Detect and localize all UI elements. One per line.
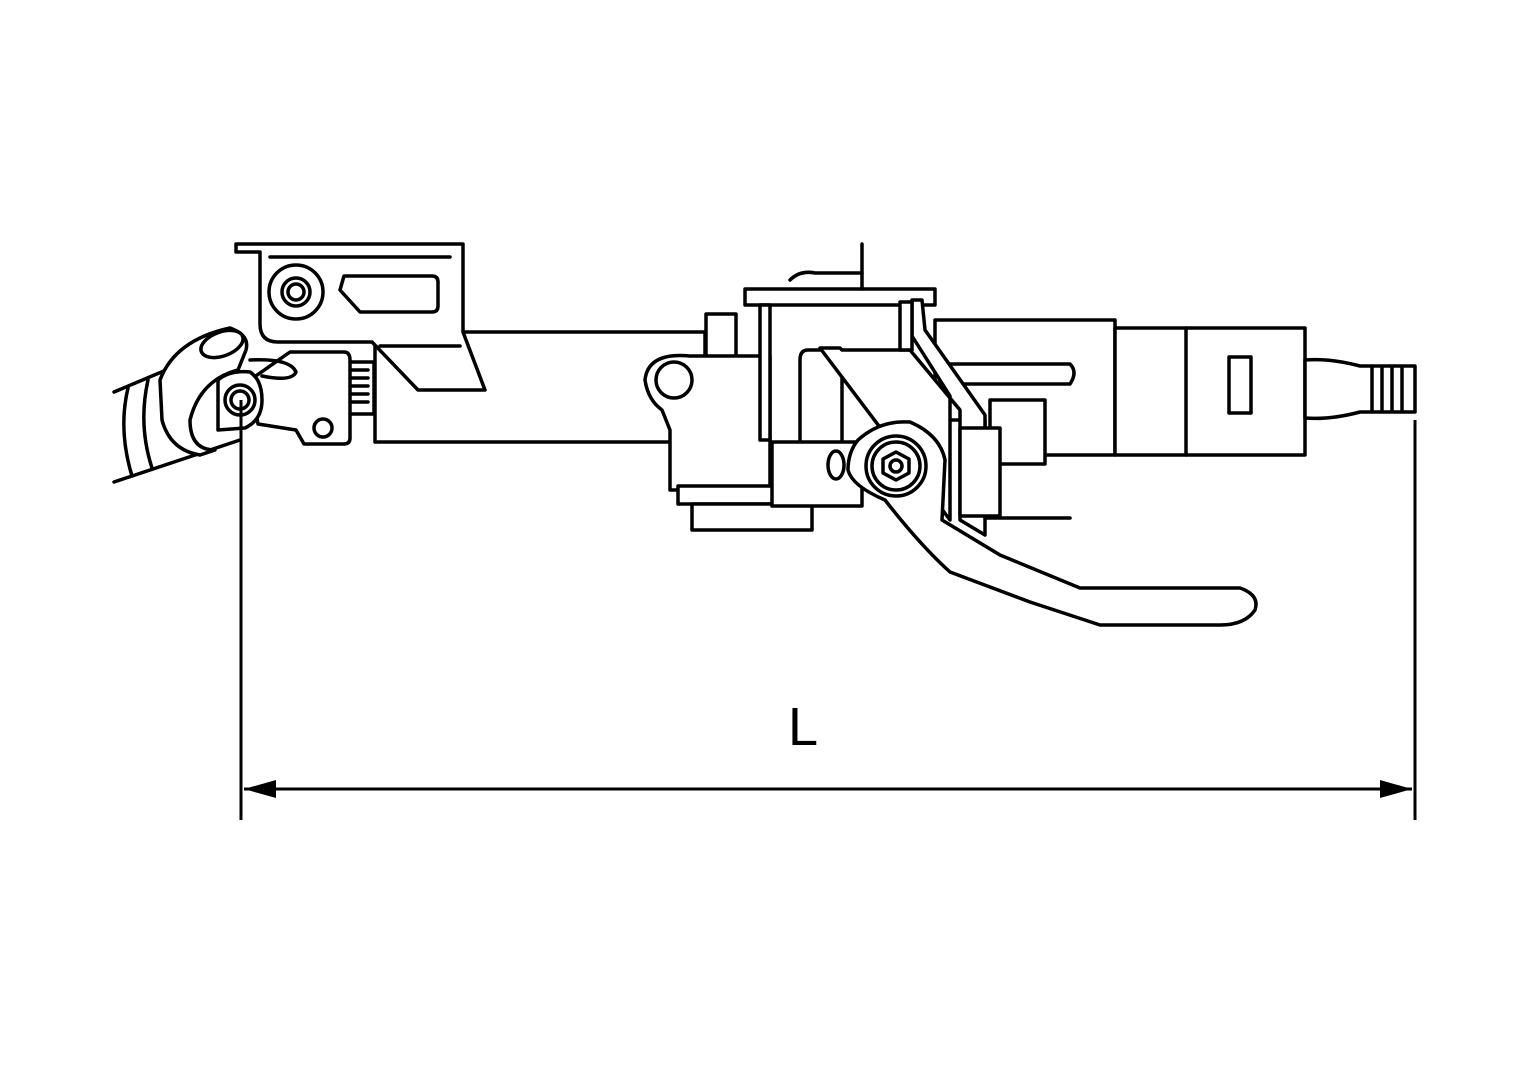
top-plate bbox=[743, 287, 937, 307]
universal-joint bbox=[158, 326, 352, 457]
dimension-L bbox=[239, 400, 1417, 820]
dimension-label: L bbox=[788, 697, 819, 757]
bracket-bolt-hole bbox=[267, 263, 325, 321]
arrowhead-right bbox=[1380, 780, 1412, 798]
yoke-bore bbox=[199, 328, 245, 360]
upper-column-end bbox=[1113, 326, 1417, 457]
upper-mounting-bracket bbox=[234, 242, 487, 392]
key-slot bbox=[1227, 355, 1253, 415]
tilt-mechanism bbox=[643, 242, 1117, 537]
lever-bolt bbox=[864, 434, 928, 498]
arrowhead-left bbox=[244, 780, 276, 798]
splined-shaft-end bbox=[1303, 357, 1417, 421]
hex-nut-icon bbox=[881, 450, 911, 482]
tilt-lever bbox=[826, 420, 1258, 627]
